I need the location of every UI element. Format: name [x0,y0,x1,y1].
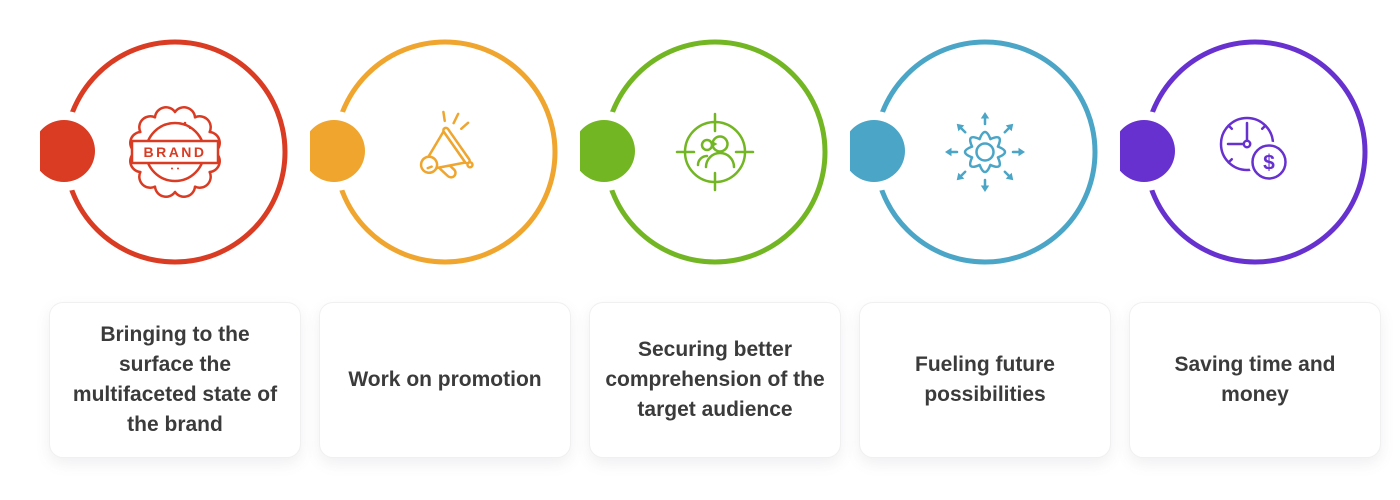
brand-badge-icon: BRAND [129,106,221,198]
target-audience-icon [675,112,755,192]
step-graphic [580,39,828,265]
step-bullet [580,120,635,182]
step-card: Work on promotion [319,302,571,458]
step-card: Saving time and money [1129,302,1381,458]
step-label: Saving time and money [1174,352,1336,406]
step-graphic [310,39,558,265]
step-bullet [310,120,365,182]
step-column-promotion: Work on promotion [310,0,580,500]
step-column-brand: BRAND Bringing to the surface the multif… [40,0,310,500]
step-column-audience: Securing better comprehension of the tar… [580,0,850,500]
gear-arrows-icon [943,110,1027,194]
step-bullet [40,120,95,182]
clock-dollar-icon: $ [1219,116,1290,183]
step-card: Securing better comprehension of the tar… [589,302,841,458]
step-column-possibilities: Fueling future possibilities [850,0,1120,500]
step-label: Work on promotion [348,367,542,391]
step-card: Fueling future possibilities [859,302,1111,458]
megaphone-icon [419,110,474,179]
badge-text: BRAND [143,144,206,160]
step-graphic: BRAND [40,39,288,265]
step-graphic [850,39,1098,265]
step-label: Bringing to the surface the multifaceted… [72,322,278,437]
step-label: Fueling future possibilities [915,352,1055,406]
dollar-sign: $ [1263,152,1275,175]
step-card: Bringing to the surface the multifaceted… [49,302,301,458]
step-column-savings: $ Saving time and money [1120,0,1390,500]
step-bullet [1120,120,1175,182]
step-bullet [850,120,905,182]
step-graphic: $ [1120,39,1368,265]
step-label: Securing better comprehension of the tar… [605,337,825,421]
